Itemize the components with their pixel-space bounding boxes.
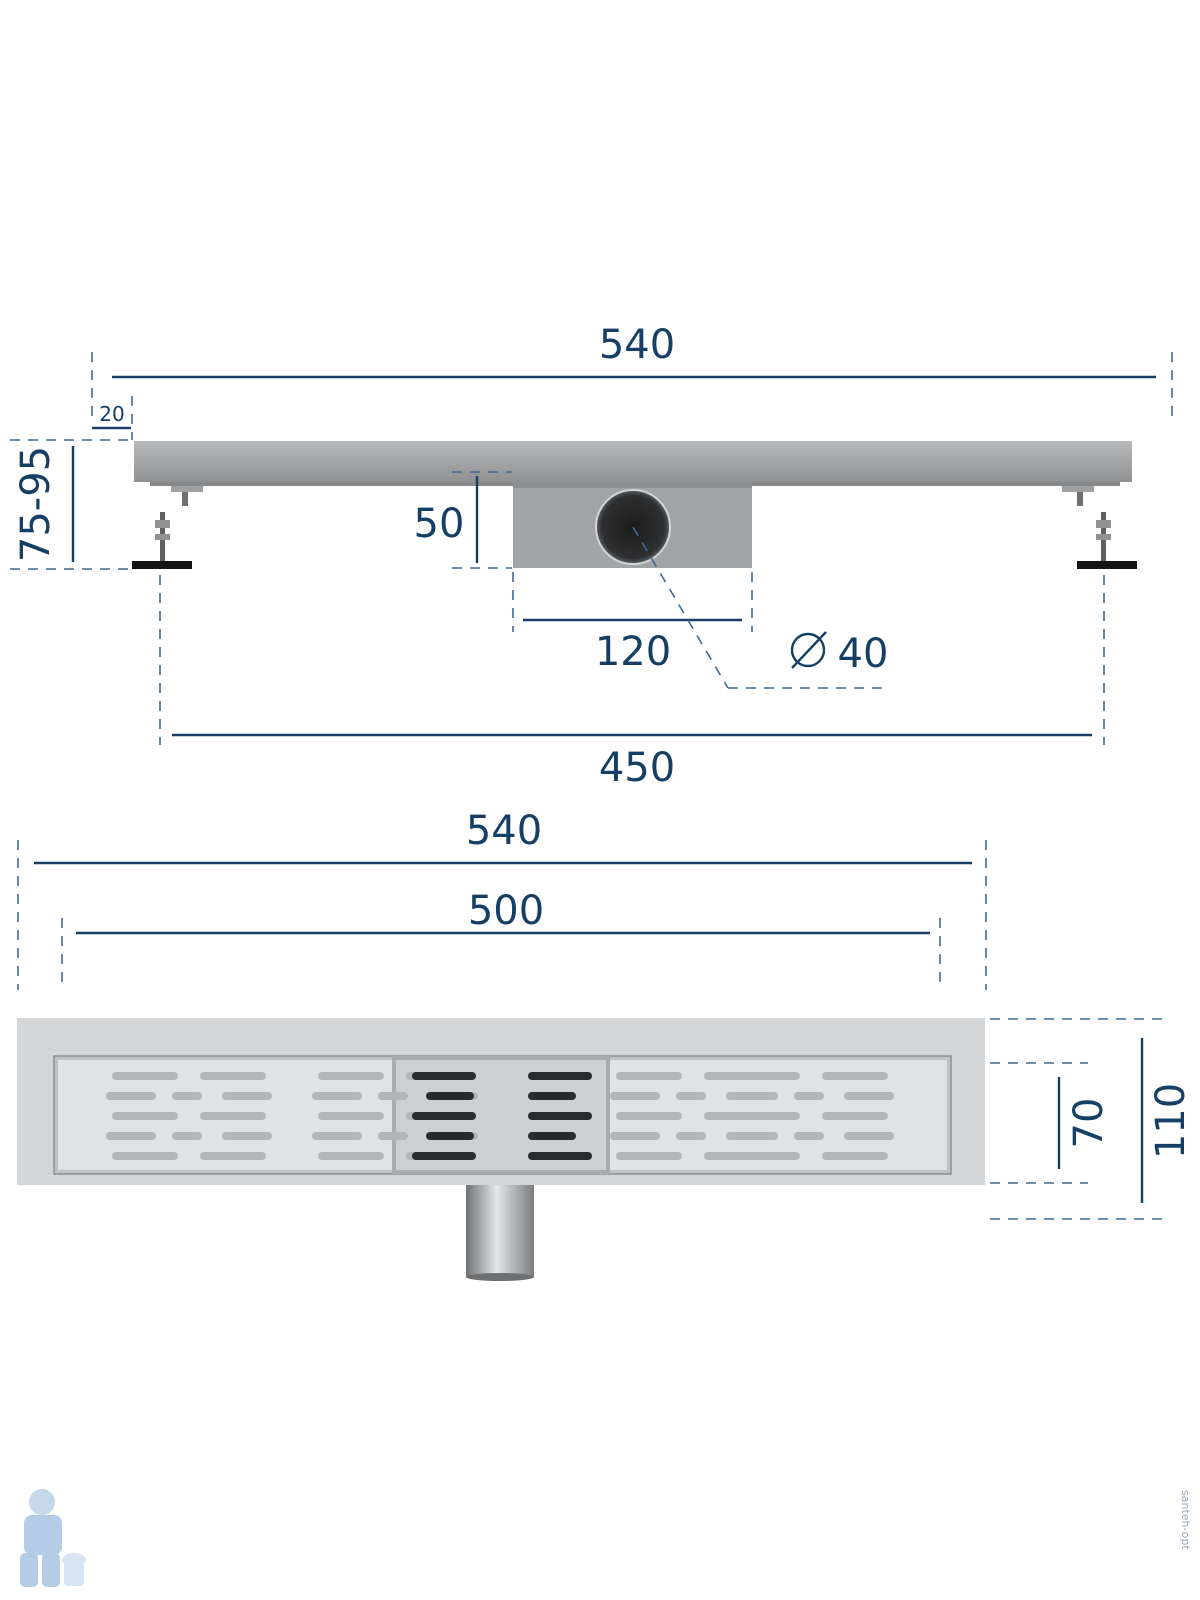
grate-slot <box>728 1092 778 1100</box>
left-foot <box>132 486 203 569</box>
grate-slot <box>610 1092 660 1100</box>
dim-total-length-side: 540 <box>599 322 675 368</box>
grate-slot <box>528 1132 576 1140</box>
side-view: 540 20 75-95 50 120 40 450 <box>10 322 1173 791</box>
grate-slot <box>676 1092 706 1100</box>
right-foot <box>1062 486 1137 569</box>
grate-slot <box>528 1072 592 1080</box>
grate-slot <box>426 1092 474 1100</box>
outlet-pipe <box>466 1185 534 1277</box>
grate-slot <box>528 1092 576 1100</box>
grate-slots <box>106 1072 894 1160</box>
grate-slot <box>112 1112 178 1120</box>
grate-slot <box>616 1072 682 1080</box>
grate-slot <box>734 1072 800 1080</box>
grate-slot <box>734 1112 800 1120</box>
grate-slot <box>844 1132 894 1140</box>
grate-slot <box>728 1132 778 1140</box>
grate-slot <box>610 1132 660 1140</box>
dim-flange: 20 <box>99 402 124 426</box>
dim-grate-width: 70 <box>1066 1098 1112 1149</box>
grate-slot <box>378 1132 408 1140</box>
grate-slot <box>112 1072 178 1080</box>
grate-slot <box>200 1072 266 1080</box>
grate-slot <box>734 1152 800 1160</box>
dim-foot-span: 450 <box>599 745 675 791</box>
grate-slot <box>412 1152 476 1160</box>
grate-slot <box>172 1092 202 1100</box>
grate-slot <box>616 1152 682 1160</box>
grate-slot <box>412 1112 476 1120</box>
grate-slot <box>616 1112 682 1120</box>
grate-slot <box>222 1132 272 1140</box>
grate-slot <box>822 1112 888 1120</box>
grate-slot <box>794 1132 824 1140</box>
diameter-symbol <box>790 631 827 669</box>
dim-grate-length: 500 <box>468 888 544 934</box>
grate-slot <box>112 1152 178 1160</box>
grate-slot <box>318 1152 384 1160</box>
grate-slot <box>822 1152 888 1160</box>
plumber-logo <box>20 1489 86 1587</box>
grate-slot <box>106 1132 156 1140</box>
grate-slot <box>528 1112 592 1120</box>
grate-slot <box>318 1112 384 1120</box>
grate-slot <box>312 1092 362 1100</box>
top-view: 540 500 70 110 <box>17 808 1194 1281</box>
dim-height-range: 75-95 <box>13 446 59 562</box>
dim-total-length-top: 540 <box>466 808 542 854</box>
grate-slot <box>200 1112 266 1120</box>
grate-slot <box>318 1072 384 1080</box>
grate-slot <box>412 1072 476 1080</box>
grate-slot <box>378 1092 408 1100</box>
dim-outlet-width: 120 <box>595 629 671 675</box>
grate-slot <box>426 1132 474 1140</box>
grate-slot <box>106 1092 156 1100</box>
grate-slot <box>222 1092 272 1100</box>
grate-slot <box>822 1072 888 1080</box>
watermark-text: santeh-opt <box>1179 1490 1192 1550</box>
grate-slot <box>312 1132 362 1140</box>
grate-slot <box>794 1092 824 1100</box>
dim-outlet-diameter: 40 <box>838 631 889 677</box>
grate-slot <box>172 1132 202 1140</box>
grate-slot <box>200 1152 266 1160</box>
grate-slot <box>844 1092 894 1100</box>
grate-slot <box>676 1132 706 1140</box>
dim-total-width: 110 <box>1148 1083 1194 1159</box>
grate-slot <box>528 1152 592 1160</box>
dim-outlet-height: 50 <box>414 501 465 547</box>
channel-body <box>134 441 1132 482</box>
